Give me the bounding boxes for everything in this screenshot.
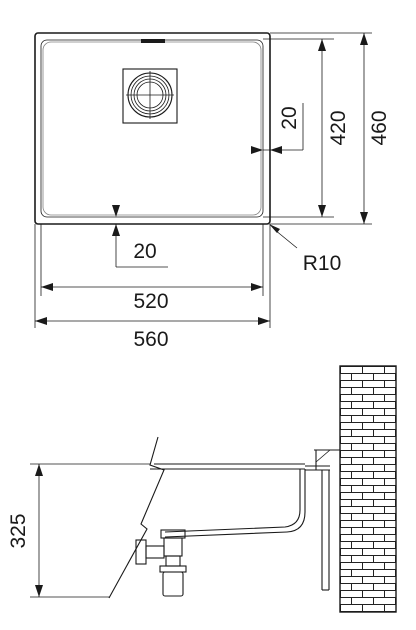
margin-bottom-label: 20 xyxy=(133,240,156,263)
dimension-outer-depth: 460 xyxy=(270,32,391,225)
outer-depth-label: 460 xyxy=(368,110,391,145)
dimension-corner-radius: R10 xyxy=(269,224,341,275)
sink-bowl-shadow-edge xyxy=(42,41,262,216)
dimension-inner-depth: 420 xyxy=(263,38,350,218)
sink-bowl-profile xyxy=(150,463,306,538)
sink-outer-edge xyxy=(34,32,271,225)
drain-trap xyxy=(135,529,187,597)
brick-wall xyxy=(339,365,397,613)
corner-radius-label: R10 xyxy=(303,252,342,275)
drain-outlet xyxy=(122,68,178,124)
dimension-margin-bottom: 20 xyxy=(112,205,168,268)
overflow-slot xyxy=(141,39,165,43)
dimension-bowl-height: 325 xyxy=(7,463,150,598)
dimension-inner-width: 520 xyxy=(40,224,264,313)
margin-right-label: 20 xyxy=(278,106,301,129)
sink-top-view: 20 420 460 20 xyxy=(34,32,391,351)
break-line xyxy=(108,436,165,599)
dimension-outer-width: 560 xyxy=(34,224,271,351)
dimension-margin-right: 20 xyxy=(251,103,304,154)
inner-width-label: 520 xyxy=(133,290,168,313)
sink-inner-bowl xyxy=(40,39,264,218)
bowl-height-label: 325 xyxy=(7,513,30,548)
support-bracket xyxy=(305,449,340,591)
inner-depth-label: 420 xyxy=(327,110,350,145)
outer-width-label: 560 xyxy=(133,328,168,351)
sink-section-view: 325 xyxy=(7,365,397,613)
